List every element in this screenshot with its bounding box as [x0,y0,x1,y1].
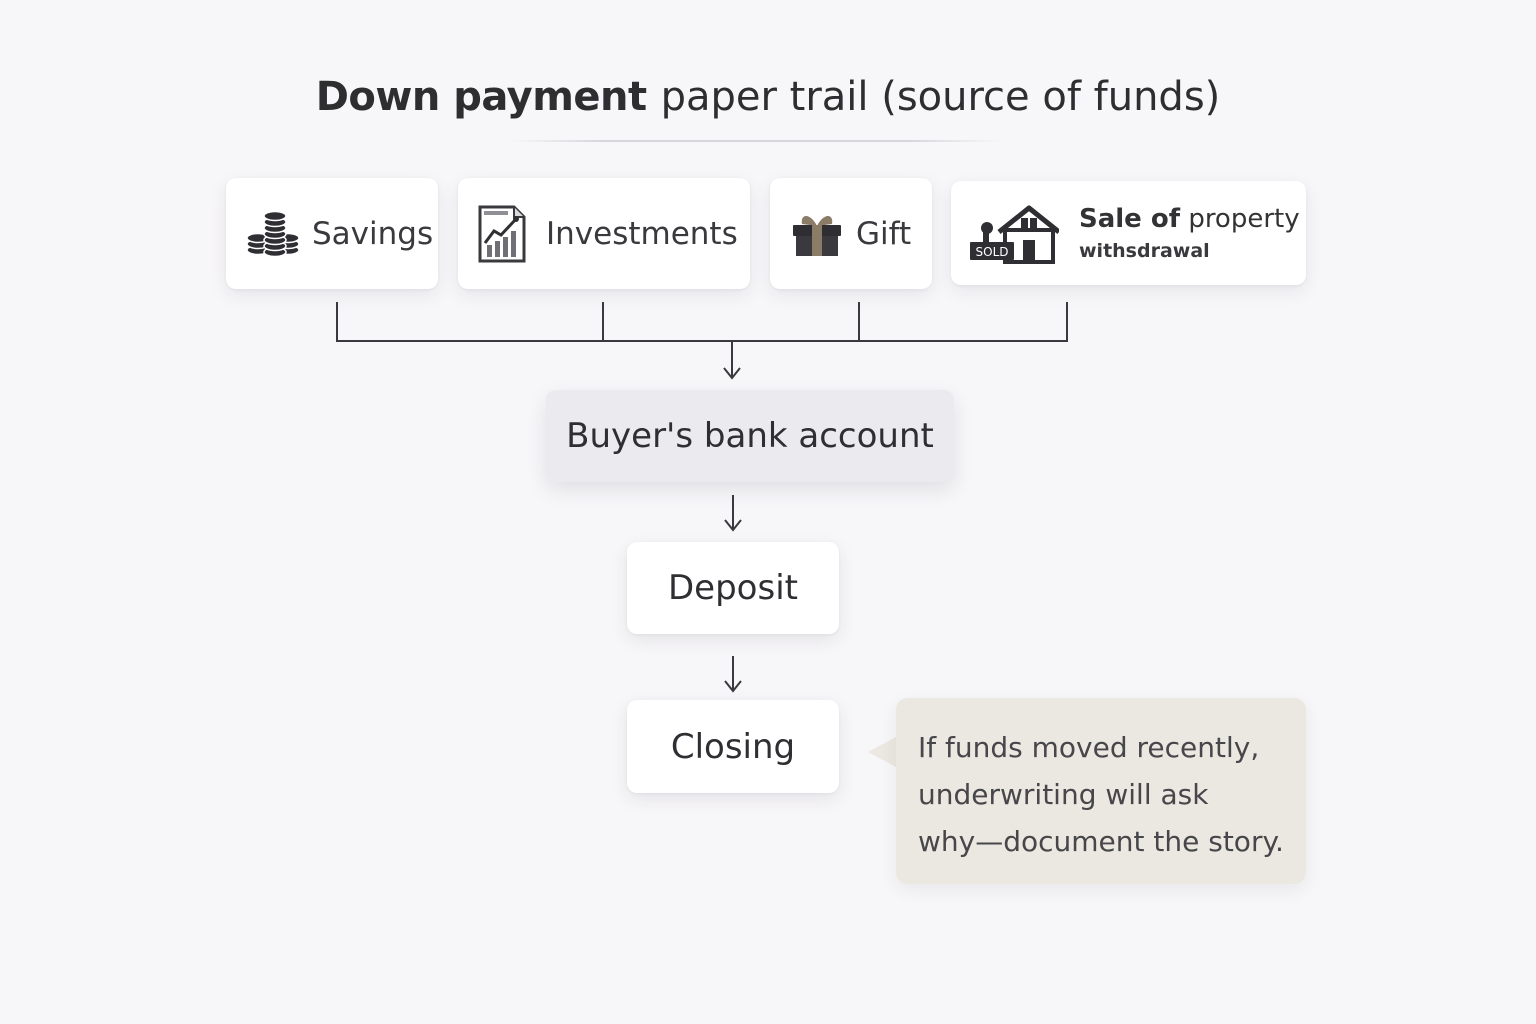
sale-subtitle: withsdrawal [1079,240,1210,262]
sold-house-icon: SOLD [969,202,1059,264]
savings-label: Savings [312,215,434,252]
arrow-to-deposit [724,495,742,532]
underwriting-note: If funds moved recently, underwriting wi… [896,698,1306,884]
investments-label: Investments [546,215,738,252]
closing-label: Closing [670,726,796,767]
step-closing: Closing [627,700,839,793]
bank-account-label: Buyer's bank account [566,416,934,456]
source-investments: Investments [458,178,750,289]
note-pointer [868,736,898,768]
deposit-label: Deposit [668,568,798,608]
step-buyers-bank-account: Buyer's bank account [546,390,954,482]
title-rest: paper trail (source of funds) [660,74,1221,120]
note-line-1: If funds moved recently, [918,731,1260,764]
gift-label: Gift [856,215,912,252]
note-line-3: why—document the story. [918,825,1284,858]
chart-document-icon [478,205,526,263]
sold-badge-text: SOLD [976,245,1009,259]
diagram-title: Down payment paper trail (source of fund… [0,74,1536,120]
source-sale-of-property: SOLD Sale of property withsdrawal [951,181,1306,285]
sale-title-bold: Sale of [1079,204,1181,234]
sale-title-rest: property [1188,204,1300,234]
gift-box-icon [792,210,842,258]
source-savings: Savings [226,178,438,289]
sale-title: Sale of property [1079,204,1300,234]
title-underline [510,140,1000,142]
arrow-to-closing [724,656,742,693]
sale-text: Sale of property withsdrawal [1079,204,1300,262]
title-bold: Down payment [315,74,647,120]
arrow-to-bank [723,342,741,380]
step-deposit: Deposit [627,542,839,634]
note-line-2: underwriting will ask [918,778,1209,811]
coin-stack-icon [246,210,302,258]
source-gift: Gift [770,178,932,289]
